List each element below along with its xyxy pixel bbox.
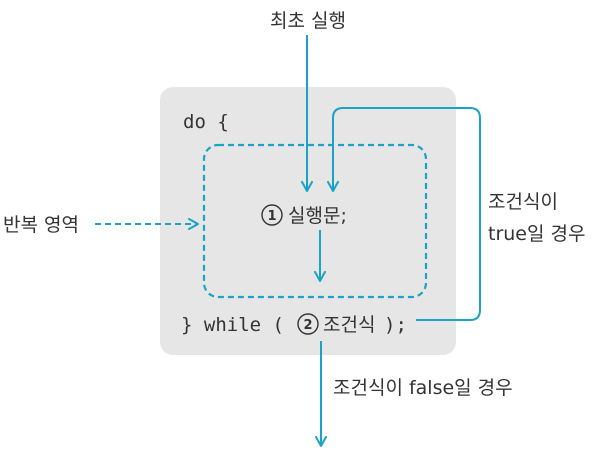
step-2-circle — [297, 313, 319, 335]
statement-line: 1 실행문; — [261, 204, 347, 227]
false-case-label: 조건식이 false일 경우 — [333, 377, 513, 399]
code-block-background — [160, 87, 456, 355]
code-condition: 조건식 — [323, 314, 375, 336]
step-1-number: 1 — [267, 209, 276, 224]
while-line: } while ( 2 조건식 ); — [181, 313, 407, 336]
step-2-number: 2 — [303, 318, 312, 333]
code-while-suffix: ); — [384, 314, 407, 336]
code-do-open: do { — [183, 111, 229, 133]
code-statement: 실행문; — [288, 205, 347, 227]
loop-area-label: 반복 영역 — [3, 214, 79, 236]
first-run-label: 최초 실행 — [270, 10, 346, 32]
step-1-circle — [261, 204, 283, 226]
code-while-prefix: } while ( — [181, 314, 284, 336]
loop-back-arrow — [327, 107, 481, 321]
true-case-label-line1: 조건식이 — [488, 191, 558, 213]
true-case-label-line2: true일 경우 — [488, 223, 585, 245]
